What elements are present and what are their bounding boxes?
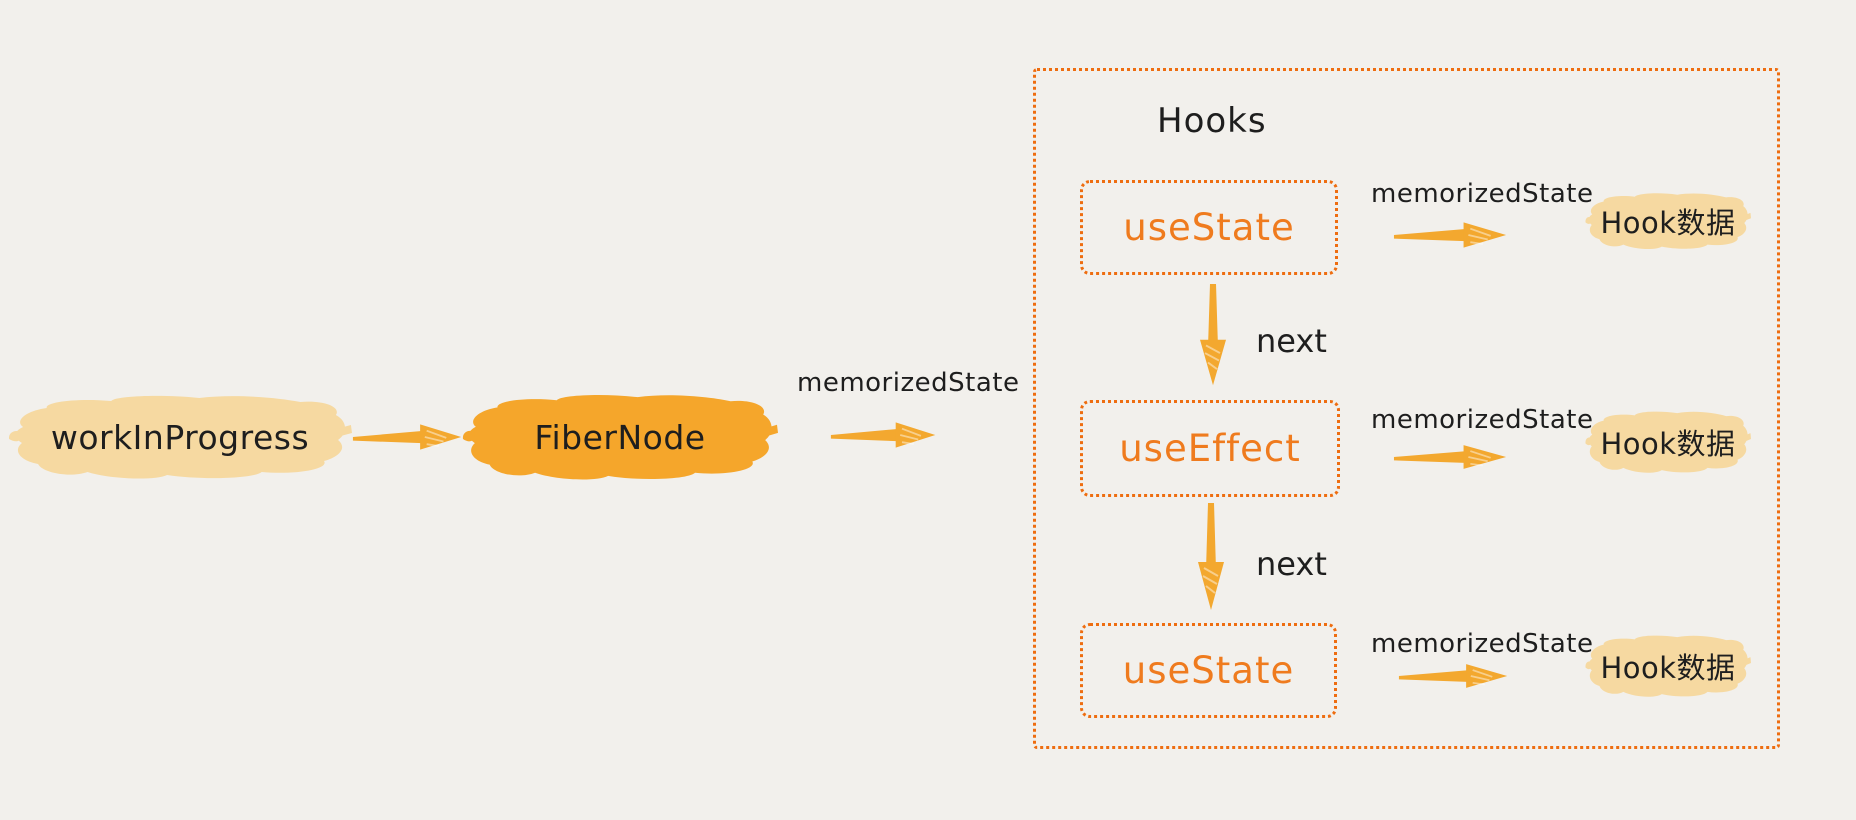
arrow-right-icon [1398, 659, 1510, 693]
hook-data-label: Hook数据 [1600, 651, 1736, 685]
hook-box-use-effect: useEffect [1080, 400, 1340, 497]
arrow-right-icon [1393, 440, 1509, 474]
arrow-right-icon [1393, 217, 1509, 253]
next-edge-label: next [1256, 545, 1327, 583]
hook-data-node-2: Hook数据 [1585, 408, 1751, 476]
hook-name-label: useState [1122, 649, 1295, 692]
fiber-node-label: FiberNode [534, 417, 706, 457]
hooks-container [1033, 68, 1780, 749]
hooks-title: Hooks [1157, 101, 1267, 141]
hook-data-node-1: Hook数据 [1585, 190, 1751, 252]
arrow-right-icon [830, 417, 938, 453]
hook-box-use-state-2: useState [1080, 623, 1337, 718]
hook-data-node-3: Hook数据 [1585, 632, 1751, 700]
arrow-down-icon [1196, 283, 1230, 389]
hook-box-use-state-1: useState [1080, 180, 1338, 275]
arrow-right-icon [352, 419, 464, 455]
next-edge-label: next [1256, 322, 1327, 360]
fiber-node: FiberNode [462, 390, 778, 484]
hook-name-label: useEffect [1119, 427, 1301, 470]
hook-name-label: useState [1123, 206, 1295, 249]
work-in-progress-node: workInProgress [8, 391, 352, 483]
arrow-down-icon [1194, 502, 1228, 614]
memorized-state-edge-label: memorizedState [1371, 179, 1594, 209]
memorized-state-edge-label: memorizedState [797, 368, 1020, 398]
hook-data-label: Hook数据 [1600, 427, 1736, 461]
memorized-state-edge-label: memorizedState [1371, 405, 1594, 435]
hook-data-label: Hook数据 [1600, 206, 1736, 240]
memorized-state-edge-label: memorizedState [1371, 629, 1594, 659]
work-in-progress-label: workInProgress [50, 417, 310, 457]
